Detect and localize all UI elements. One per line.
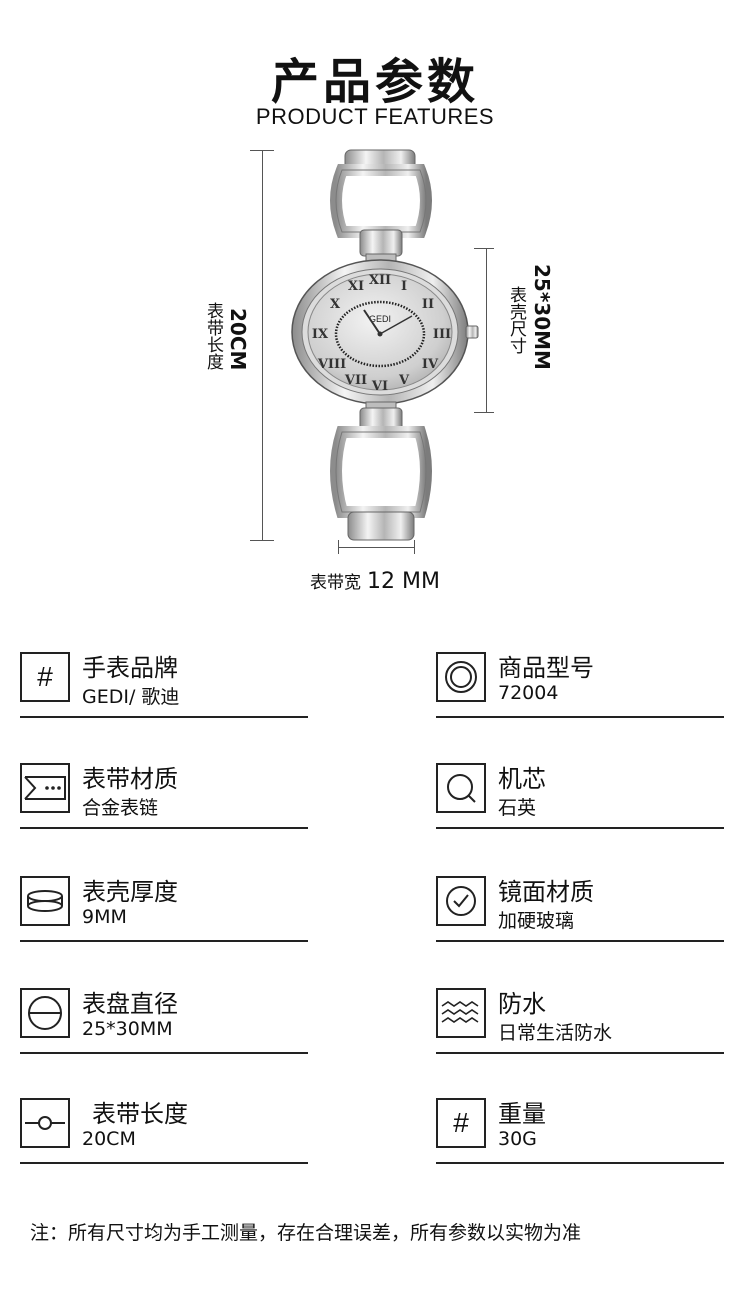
- spec-brand: # 手表品牌 GEDI/ 歌迪: [20, 648, 308, 720]
- spec-model: 商品型号 72004: [436, 648, 724, 720]
- strap-width-tick-left: [338, 540, 339, 554]
- spec-strap-length: 表带长度 20CM: [20, 1094, 308, 1166]
- spec-label: 表带长度: [92, 1100, 188, 1128]
- strap-width-value: 12 MM: [367, 569, 440, 594]
- spec-divider: [20, 716, 308, 718]
- case-size-value: 25*30MM: [530, 264, 554, 370]
- strap-width-line: [338, 547, 414, 548]
- spec-label: 镜面材质: [498, 878, 594, 906]
- spec-label: 表壳厚度: [82, 878, 178, 906]
- spec-label: 手表品牌: [82, 654, 178, 682]
- case-size-tick-bottom: [474, 412, 494, 413]
- svg-text:VI: VI: [371, 379, 388, 394]
- spec-divider: [436, 1052, 724, 1054]
- spec-label: 商品型号: [498, 654, 594, 682]
- spec-value: 合金表链: [82, 797, 159, 819]
- spec-value: 72004: [498, 682, 559, 704]
- spec-glass-material: 镜面材质 加硬玻璃: [436, 872, 724, 944]
- spec-value: 20CM: [82, 1128, 136, 1150]
- case-size-line: [486, 248, 487, 412]
- svg-text:VII: VII: [344, 373, 367, 388]
- spec-divider: [436, 716, 724, 718]
- case-size-label: 表壳尺寸: [506, 286, 526, 354]
- thickness-icon: [20, 876, 70, 926]
- strap-icon: [20, 763, 70, 813]
- spec-value: 30G: [498, 1128, 537, 1150]
- spec-strap-material: 表带材质 合金表链: [20, 759, 308, 831]
- spec-weight: # 重量 30G: [436, 1094, 724, 1166]
- svg-text:XI: XI: [348, 279, 364, 294]
- spec-value: 石英: [498, 797, 537, 819]
- movement-icon: [436, 763, 486, 813]
- strap-width-label: 表带宽: [310, 573, 362, 593]
- spec-movement: 机芯 石英: [436, 759, 724, 831]
- spec-divider: [20, 827, 308, 829]
- watch-image: XII I XI II X III IX IV VIII V VII VI GE…: [291, 149, 479, 541]
- svg-text:III: III: [433, 327, 451, 342]
- spec-divider: [436, 827, 724, 829]
- spec-waterproof: 防水 日常生活防水: [436, 984, 724, 1056]
- svg-text:V: V: [398, 373, 410, 388]
- strap-length-tick-top: [250, 150, 274, 151]
- spec-value: 日常生活防水: [498, 1022, 613, 1044]
- hash-icon: #: [436, 1098, 486, 1148]
- spec-dial-diameter: 表盘直径 25*30MM: [20, 984, 308, 1056]
- hash-icon: #: [20, 652, 70, 702]
- dial-brand: GEDI: [369, 314, 391, 324]
- spec-divider: [20, 940, 308, 942]
- diameter-icon: [20, 988, 70, 1038]
- wave-icon: [436, 988, 486, 1038]
- dial-check-icon: [436, 876, 486, 926]
- spec-label: 表盘直径: [82, 990, 178, 1018]
- svg-text:II: II: [422, 297, 434, 312]
- spec-value: 加硬玻璃: [498, 910, 575, 932]
- spec-case-thickness: 表壳厚度 9MM: [20, 872, 308, 944]
- svg-text:IX: IX: [312, 327, 329, 342]
- strap-length-value: 20CM: [226, 308, 250, 371]
- spec-label: 防水: [498, 990, 546, 1018]
- spec-label: 机芯: [498, 765, 546, 793]
- strap-length-line: [262, 150, 263, 540]
- spec-divider: [20, 1052, 308, 1054]
- case-size-tick-top: [474, 248, 494, 249]
- svg-text:I: I: [401, 279, 407, 294]
- strap-width-tick-right: [414, 540, 415, 554]
- page-subtitle: PRODUCT FEATURES: [255, 104, 495, 129]
- spec-value: 25*30MM: [82, 1018, 173, 1040]
- rings-icon: [436, 652, 486, 702]
- spec-label: 重量: [498, 1100, 546, 1128]
- strap-length-label: 表带长度: [203, 302, 223, 370]
- strap-length-tick-bottom: [250, 540, 274, 541]
- spec-value: 9MM: [82, 906, 127, 928]
- svg-text:X: X: [330, 297, 341, 312]
- svg-text:VIII: VIII: [317, 357, 346, 372]
- spec-divider: [436, 940, 724, 942]
- spec-label: 表带材质: [82, 765, 178, 793]
- page-title: 产品参数: [270, 54, 479, 110]
- spec-divider: [20, 1162, 308, 1164]
- length-icon: [20, 1098, 70, 1148]
- footer-note: 注：所有尺寸均为手工测量，存在合理误差，所有参数以实物为准: [30, 1222, 582, 1244]
- spec-value: GEDI/ 歌迪: [82, 686, 180, 708]
- svg-text:XII: XII: [369, 273, 391, 288]
- svg-text:IV: IV: [422, 357, 439, 372]
- spec-divider: [436, 1162, 724, 1164]
